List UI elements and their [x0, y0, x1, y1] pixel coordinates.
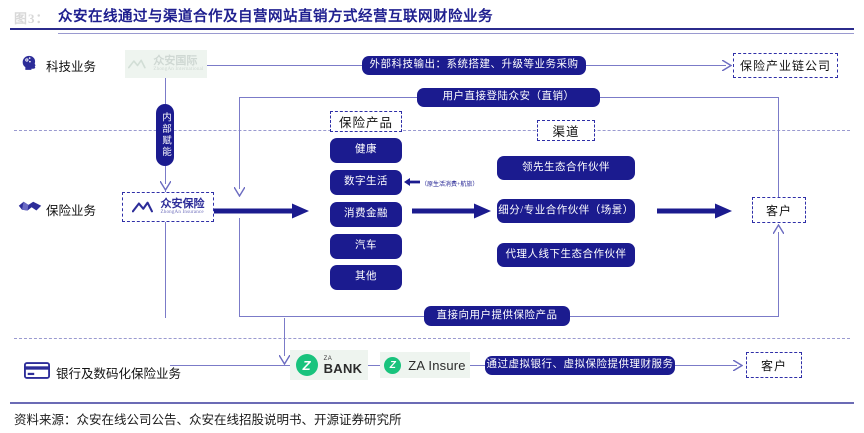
- line-virtual-to-customer: [675, 365, 737, 367]
- channel-item-1: 细分/专业合作伙伴（场景）: [497, 199, 635, 223]
- logo-za-insure-text: ZA Insure: [408, 357, 466, 373]
- divider-insurance-bank: [14, 338, 850, 339]
- za-bank-z-mark: Z: [295, 354, 318, 376]
- channel-item-2: 代理人线下生态合作伙伴: [497, 243, 635, 267]
- bracket-up-vertical: [239, 97, 241, 189]
- line-intl-down: [165, 78, 167, 104]
- channel-item-0: 领先生态合作伙伴: [497, 156, 635, 180]
- logo-za-insure: Z ZA Insure: [380, 352, 470, 378]
- arrow-products-to-channels: [412, 203, 492, 219]
- arrow-bracket-up-down: [234, 187, 245, 197]
- line-intl-to-export: [207, 65, 362, 67]
- logo-za-bank: Z ZA BANK: [290, 350, 368, 380]
- flow-direct-login: 用户直接登陆众安（直销）: [417, 88, 600, 107]
- product-item-1: 数字生活: [330, 170, 402, 195]
- logo-za-bank-sup: ZA: [323, 355, 333, 362]
- row-label-bank: 银行及数码化保险业务: [56, 367, 182, 381]
- arrow-directprod-up: [773, 224, 784, 234]
- line-directprod-up: [778, 232, 780, 317]
- line-login-down-to-customer: [778, 97, 780, 197]
- bracket-down-vertical: [239, 218, 241, 317]
- row-label-insurance: 保险业务: [46, 204, 97, 218]
- title-rule: [10, 28, 854, 30]
- logo-zhongan-insurance-cn: 众安保险: [160, 198, 205, 210]
- credit-card-icon: [24, 362, 50, 379]
- flow-tech-export: 外部科技输出：系统搭建、升级等业务采购: [362, 56, 586, 75]
- flow-internal-empowerment: 内部赋能: [156, 104, 174, 166]
- line-insurance-to-bank: [284, 318, 286, 356]
- endpoint-customer-mid: 客户: [752, 197, 806, 223]
- line-login-right: [600, 97, 779, 99]
- page-title: 众安在线通过与渠道合作及自营网站直销方式经营互联网财险业务: [58, 9, 493, 25]
- arrow-channels-to-customer: [657, 203, 733, 219]
- endpoint-customer-bottom: 客户: [746, 352, 802, 378]
- product-item-3: 汽车: [330, 234, 402, 259]
- arrow-virtual-to-customer: [733, 360, 743, 371]
- za-insure-z-mark: Z: [384, 356, 402, 374]
- divider-tech-insurance: [14, 130, 850, 131]
- channels-header: 渠道: [537, 120, 595, 141]
- logo-za-bank-main: BANK: [323, 360, 363, 376]
- arrow-insurance-to-products: [214, 203, 310, 219]
- product-item-4: 其他: [330, 265, 402, 290]
- flow-virtual-services: 通过虚拟银行、虚拟保险提供理财服务: [485, 356, 675, 375]
- logo-zhongan-insurance-en: ZhongAn Insurance: [160, 210, 204, 215]
- logo-zhongan-international-cn: 众安国际: [153, 55, 198, 67]
- line-bank-row: [170, 365, 290, 367]
- products-header: 保险产品: [330, 111, 402, 132]
- line-zabank-to-zainsure: [368, 365, 380, 367]
- product-note: （原生活消费+航旅）: [421, 182, 479, 188]
- flow-direct-products: 直接向用户提供保险产品: [424, 306, 570, 326]
- figure-number: 图3：: [14, 11, 50, 26]
- line-directprod-right: [570, 316, 779, 318]
- title-rule-secondary: [58, 33, 854, 34]
- brain-head-icon: [20, 52, 40, 72]
- source-note: 资料来源：众安在线公司公告、众安在线招股说明书、开源证券研究所: [14, 413, 402, 427]
- arrow-to-industry-chain: [722, 60, 732, 71]
- logo-zhongan-international-en: ZhongAn International: [153, 67, 204, 72]
- endpoint-industry-chain: 保险产业链公司: [733, 53, 838, 78]
- arrow-insurance-to-bank: [279, 355, 290, 365]
- line-insurance-up: [165, 222, 167, 318]
- footer-rule: [10, 402, 854, 404]
- product-item-2: 消费金融: [330, 202, 402, 227]
- row-label-tech: 科技业务: [46, 60, 97, 74]
- bracket-up-horizontal: [239, 97, 417, 99]
- line-zainsure-to-flow: [470, 365, 485, 367]
- line-empower-down: [165, 166, 167, 184]
- logo-zhongan-insurance: 众安保险 ZhongAn Insurance: [122, 192, 214, 222]
- arrow-product-note: [404, 178, 420, 186]
- bracket-down-horizontal: [239, 316, 424, 318]
- line-export-to-chain: [586, 65, 726, 67]
- handshake-icon: [18, 199, 42, 214]
- product-item-0: 健康: [330, 138, 402, 163]
- logo-zhongan-international: 众安国际 ZhongAn International: [125, 50, 207, 78]
